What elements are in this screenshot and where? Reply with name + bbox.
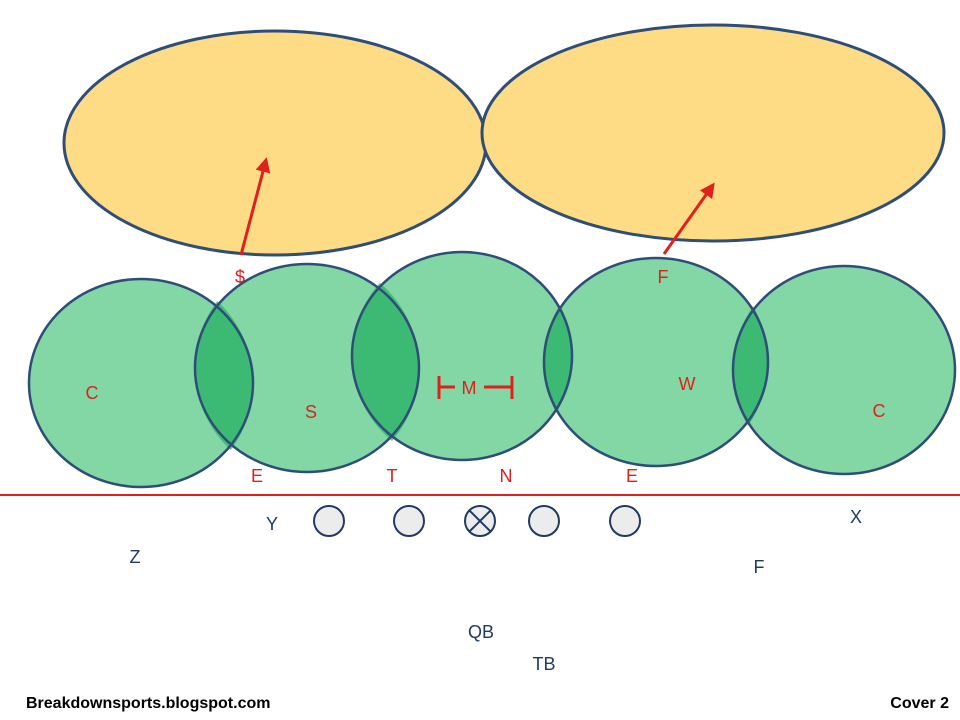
zone-overlap-3: [544, 305, 572, 413]
flanker-label: Z: [130, 547, 141, 567]
zone-overlap-4: [733, 306, 768, 426]
sam-linebacker-label: S: [305, 402, 317, 422]
center-x-mark: [468, 509, 492, 533]
mike-bracket: [437, 376, 514, 399]
zone-overlap-1: [194, 300, 253, 451]
curl-zone-right: [544, 258, 768, 466]
zone-outline: [542, 256, 770, 468]
zone-overlap-2: [351, 282, 420, 441]
zone-outline: [193, 262, 421, 474]
offensive-lineman: [393, 505, 425, 537]
quarterback-label: QB: [468, 622, 494, 642]
flat-zone-right: [733, 266, 955, 474]
site-credit: Breakdownsports.blogspot.com: [26, 695, 270, 712]
offensive-lineman: [313, 505, 345, 537]
nose-label: N: [500, 466, 513, 486]
deep-half-zone-right: [480, 23, 946, 243]
will-linebacker-label: W: [679, 374, 696, 394]
deep-half-zone-left: [62, 29, 488, 257]
tight-end-label: Y: [266, 514, 278, 534]
mike-linebacker-label: M: [462, 378, 477, 398]
offensive-lineman: [609, 505, 641, 537]
split-end-label: X: [850, 507, 862, 527]
free-safety-label: F: [658, 267, 669, 287]
tailback-label: TB: [532, 654, 555, 674]
slot-back-label: F: [754, 557, 765, 577]
right-end-label: E: [626, 466, 638, 486]
zone-outline: [350, 250, 574, 462]
zone-outline: [731, 264, 957, 476]
left-corner-label: C: [86, 383, 99, 403]
tackle-label: T: [387, 466, 398, 486]
right-corner-label: C: [873, 401, 886, 421]
free-safety-drop-arrow: [662, 182, 715, 255]
zone-outline: [27, 277, 255, 489]
strong-safety-label: $: [235, 267, 245, 287]
strong-safety-drop-arrow: [239, 157, 271, 256]
zone-outlines: [27, 250, 957, 489]
flat-zone-left: [29, 279, 253, 487]
coverage-name: Cover 2: [890, 695, 949, 712]
offensive-lineman: [528, 505, 560, 537]
left-end-label: E: [251, 466, 263, 486]
